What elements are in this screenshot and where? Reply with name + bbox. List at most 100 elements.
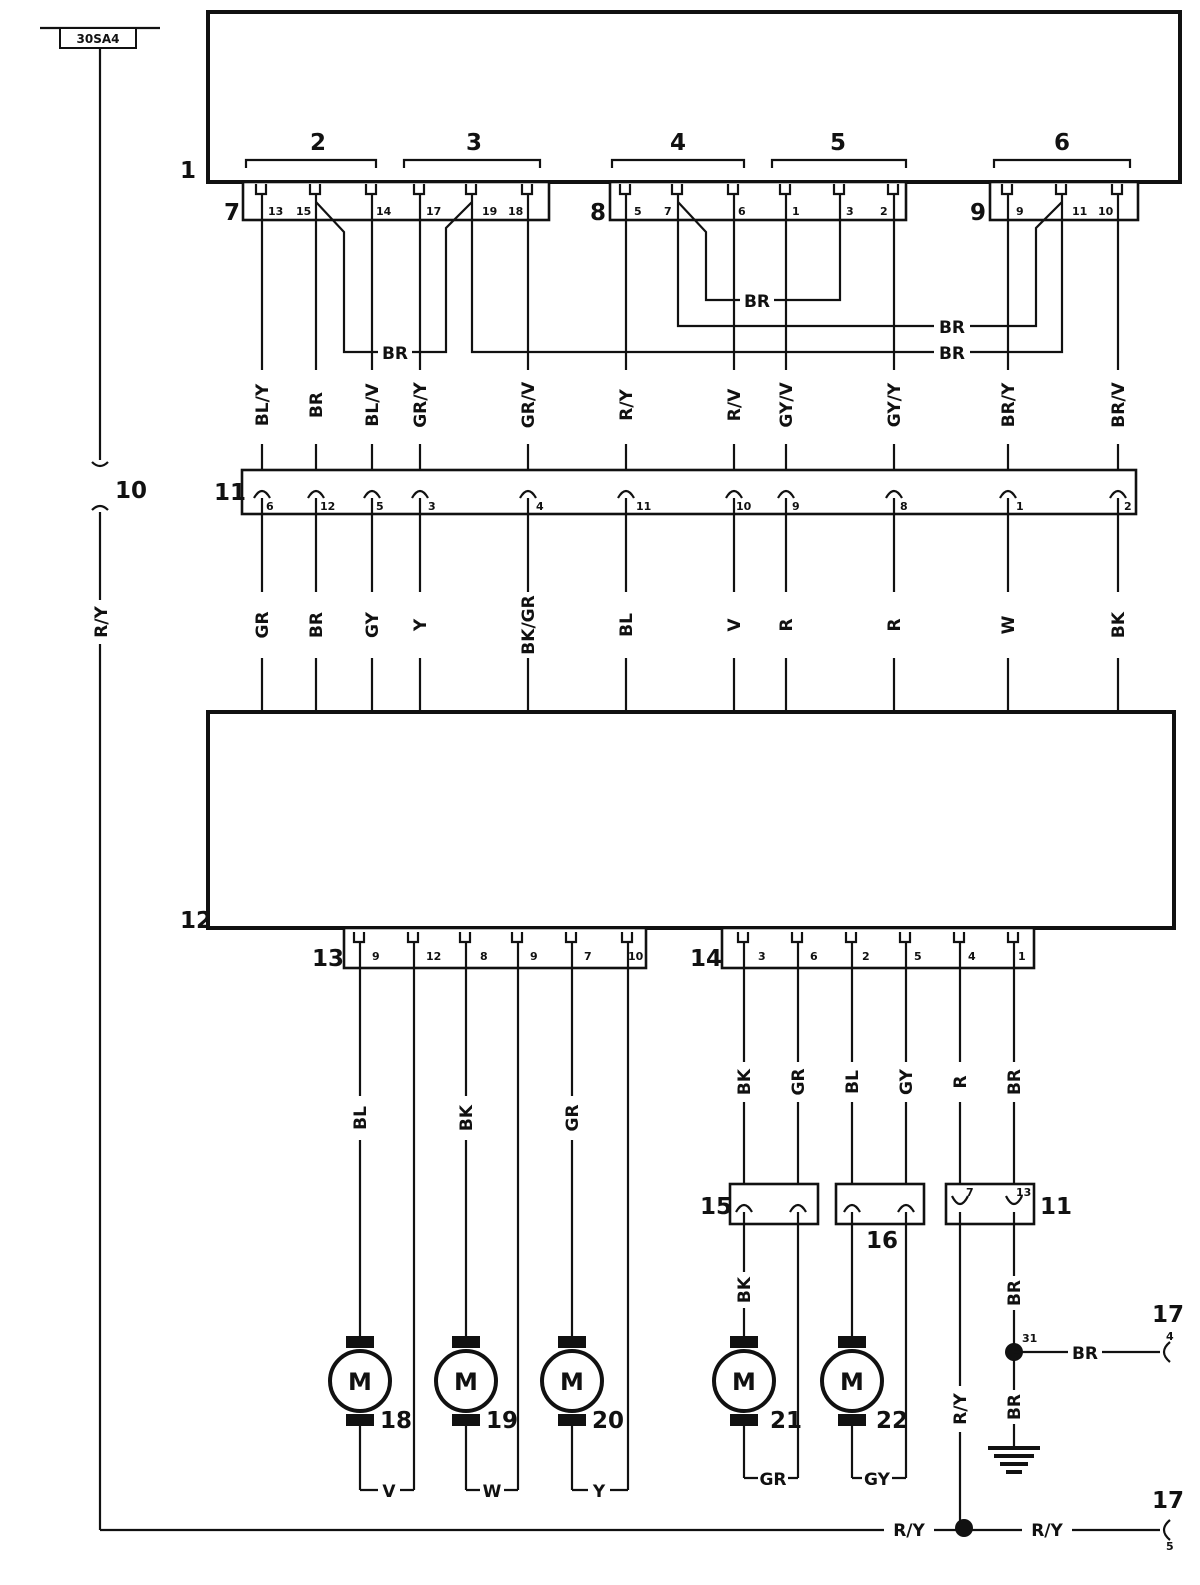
motor-21-symbol: M xyxy=(732,1368,756,1396)
wires-c14: BK GR BL GY R BR xyxy=(734,950,1025,1196)
wire-lower-7: V xyxy=(725,618,745,632)
group-braces: 2 3 4 5 6 xyxy=(244,130,1132,168)
wire-upper-8: GY/V xyxy=(777,382,797,428)
pin-c13-10: 10 xyxy=(628,950,644,963)
pin-c11-2: 2 xyxy=(1124,500,1132,513)
motor-wires-c13: BL BK GR xyxy=(350,950,630,1490)
ref-6: 6 xyxy=(1054,130,1070,156)
wire-m20-drive: GR xyxy=(563,1104,583,1131)
wire-br-to-17: BR xyxy=(1072,1344,1098,1364)
wire-lower-6: BL xyxy=(617,613,637,637)
bridge-c7-label: BR xyxy=(382,344,408,364)
ref-3: 3 xyxy=(466,130,482,156)
ref-17-top: 17 xyxy=(1152,1302,1184,1328)
pin-c8-1: 1 xyxy=(792,205,800,218)
fuse-ref-label: 10 xyxy=(115,478,147,504)
pin-17-bottom: 5 xyxy=(1166,1540,1174,1553)
node-31-label: 31 xyxy=(1022,1332,1037,1345)
pin-c7-17: 17 xyxy=(426,205,441,218)
bus-junction xyxy=(955,1519,973,1537)
motor-18: M 18 V xyxy=(328,1336,414,1502)
motor-18-symbol: M xyxy=(348,1368,372,1396)
wire-m21-feed: BK xyxy=(735,1276,755,1303)
motor-22-symbol: M xyxy=(840,1368,864,1396)
motor-20: M 20 Y xyxy=(540,1336,628,1502)
wire-lower-4: Y xyxy=(411,618,431,632)
pin-c11-6: 6 xyxy=(266,500,274,513)
ref-21: 21 xyxy=(770,1408,802,1434)
pin-c7-18: 18 xyxy=(508,205,523,218)
wire-m22-return: GY xyxy=(864,1470,891,1490)
lower-wires: GR BR GY Y BK/GR BL V R R W BK xyxy=(252,498,1129,712)
motor-19: M 19 W xyxy=(434,1336,518,1502)
pin-c13-7: 7 xyxy=(584,950,592,963)
pin-c7-15: 15 xyxy=(296,205,311,218)
wire-lower-11: BK xyxy=(1109,611,1129,638)
ref-4: 4 xyxy=(670,130,686,156)
ref-19: 19 xyxy=(486,1408,518,1434)
pin-c9-11: 11 xyxy=(1072,205,1087,218)
connector-15: 15 xyxy=(700,1182,820,1226)
pin-c11-5: 5 xyxy=(376,500,384,513)
wire-upper-4: GR/Y xyxy=(411,382,431,428)
ref-5: 5 xyxy=(830,130,846,156)
wire-ground-br-lower: BR xyxy=(1005,1394,1025,1420)
ref-14: 14 xyxy=(690,946,722,972)
pin-c8-5: 5 xyxy=(634,205,642,218)
wire-m18-return: V xyxy=(382,1482,396,1502)
pin-c8-6: 6 xyxy=(738,205,746,218)
ref-16: 16 xyxy=(866,1228,898,1254)
pin-c9-9: 9 xyxy=(1016,205,1024,218)
pin-c8-7: 7 xyxy=(664,205,672,218)
wire-c14-3: BL xyxy=(843,1070,863,1094)
motor-19-symbol: M xyxy=(454,1368,478,1396)
pin-c8-3: 3 xyxy=(846,205,854,218)
wire-c14-2: GR xyxy=(789,1068,809,1095)
control-unit-12: 12 xyxy=(180,710,1176,934)
ref-22: 22 xyxy=(876,1408,908,1434)
wire-upper-2: BR xyxy=(307,392,327,418)
ref-15: 15 xyxy=(700,1194,732,1220)
wire-m21-return: GR xyxy=(759,1470,786,1490)
connector-14: 14 3 6 2 5 4 1 xyxy=(690,926,1036,972)
ref-11: 11 xyxy=(214,480,246,506)
wire-lower-8: R xyxy=(777,618,797,631)
pin-c11-1: 1 xyxy=(1016,500,1024,513)
wire-ry-bottom-left: R/Y xyxy=(893,1521,925,1541)
pin-c9-10: 10 xyxy=(1098,205,1114,218)
wire-upper-1: BL/Y xyxy=(253,383,273,426)
bridge-c9a-label: BR xyxy=(939,318,965,338)
pin-c11b-13: 13 xyxy=(1016,1186,1031,1199)
connector-11: 11 6 12 5 3 4 11 10 9 8 1 2 xyxy=(214,468,1138,516)
wire-lower-10: W xyxy=(999,615,1019,634)
fuse-30sa4: 30SA4 xyxy=(40,26,160,49)
feed-wire: 10 R/Y xyxy=(88,48,1160,1532)
wire-upper-7: R/V xyxy=(725,388,745,421)
fuse-label: 30SA4 xyxy=(77,32,120,46)
ref-17-bottom: 17 xyxy=(1152,1488,1184,1514)
pin-17-top: 4 xyxy=(1166,1330,1174,1343)
pin-c13-8: 8 xyxy=(480,950,488,963)
wire-upper-6: R/Y xyxy=(617,389,637,421)
pin-c13-9a: 9 xyxy=(372,950,380,963)
pin-c14-2: 2 xyxy=(862,950,870,963)
connector-13: 13 9 12 8 9 7 10 xyxy=(312,926,648,972)
wire-upper-9: GY/Y xyxy=(885,382,905,427)
pin-c11-12: 12 xyxy=(320,500,335,513)
wire-ry-vertical: R/Y xyxy=(951,1393,971,1425)
ref-1: 1 xyxy=(180,158,196,184)
pin-c8-2: 2 xyxy=(880,205,888,218)
pin-c14-3: 3 xyxy=(758,950,766,963)
motor-21: BK M 21 GR xyxy=(712,1212,802,1490)
bridge-wires: BR BR BR BR xyxy=(315,201,1064,364)
connector-8: 8 xyxy=(590,180,908,226)
wire-m20-return: Y xyxy=(592,1482,606,1502)
motor-22: M 22 GY xyxy=(820,1212,908,1490)
wire-m18-drive: BL xyxy=(351,1106,371,1130)
pin-c14-6: 6 xyxy=(810,950,818,963)
bridge-c8-label: BR xyxy=(744,292,770,312)
ground-path: BR 31 BR BR xyxy=(988,1212,1160,1474)
pin-c14-1: 1 xyxy=(1018,950,1026,963)
connector-9: 9 xyxy=(970,180,1140,226)
pins-c9: 9 11 10 xyxy=(1000,184,1124,218)
